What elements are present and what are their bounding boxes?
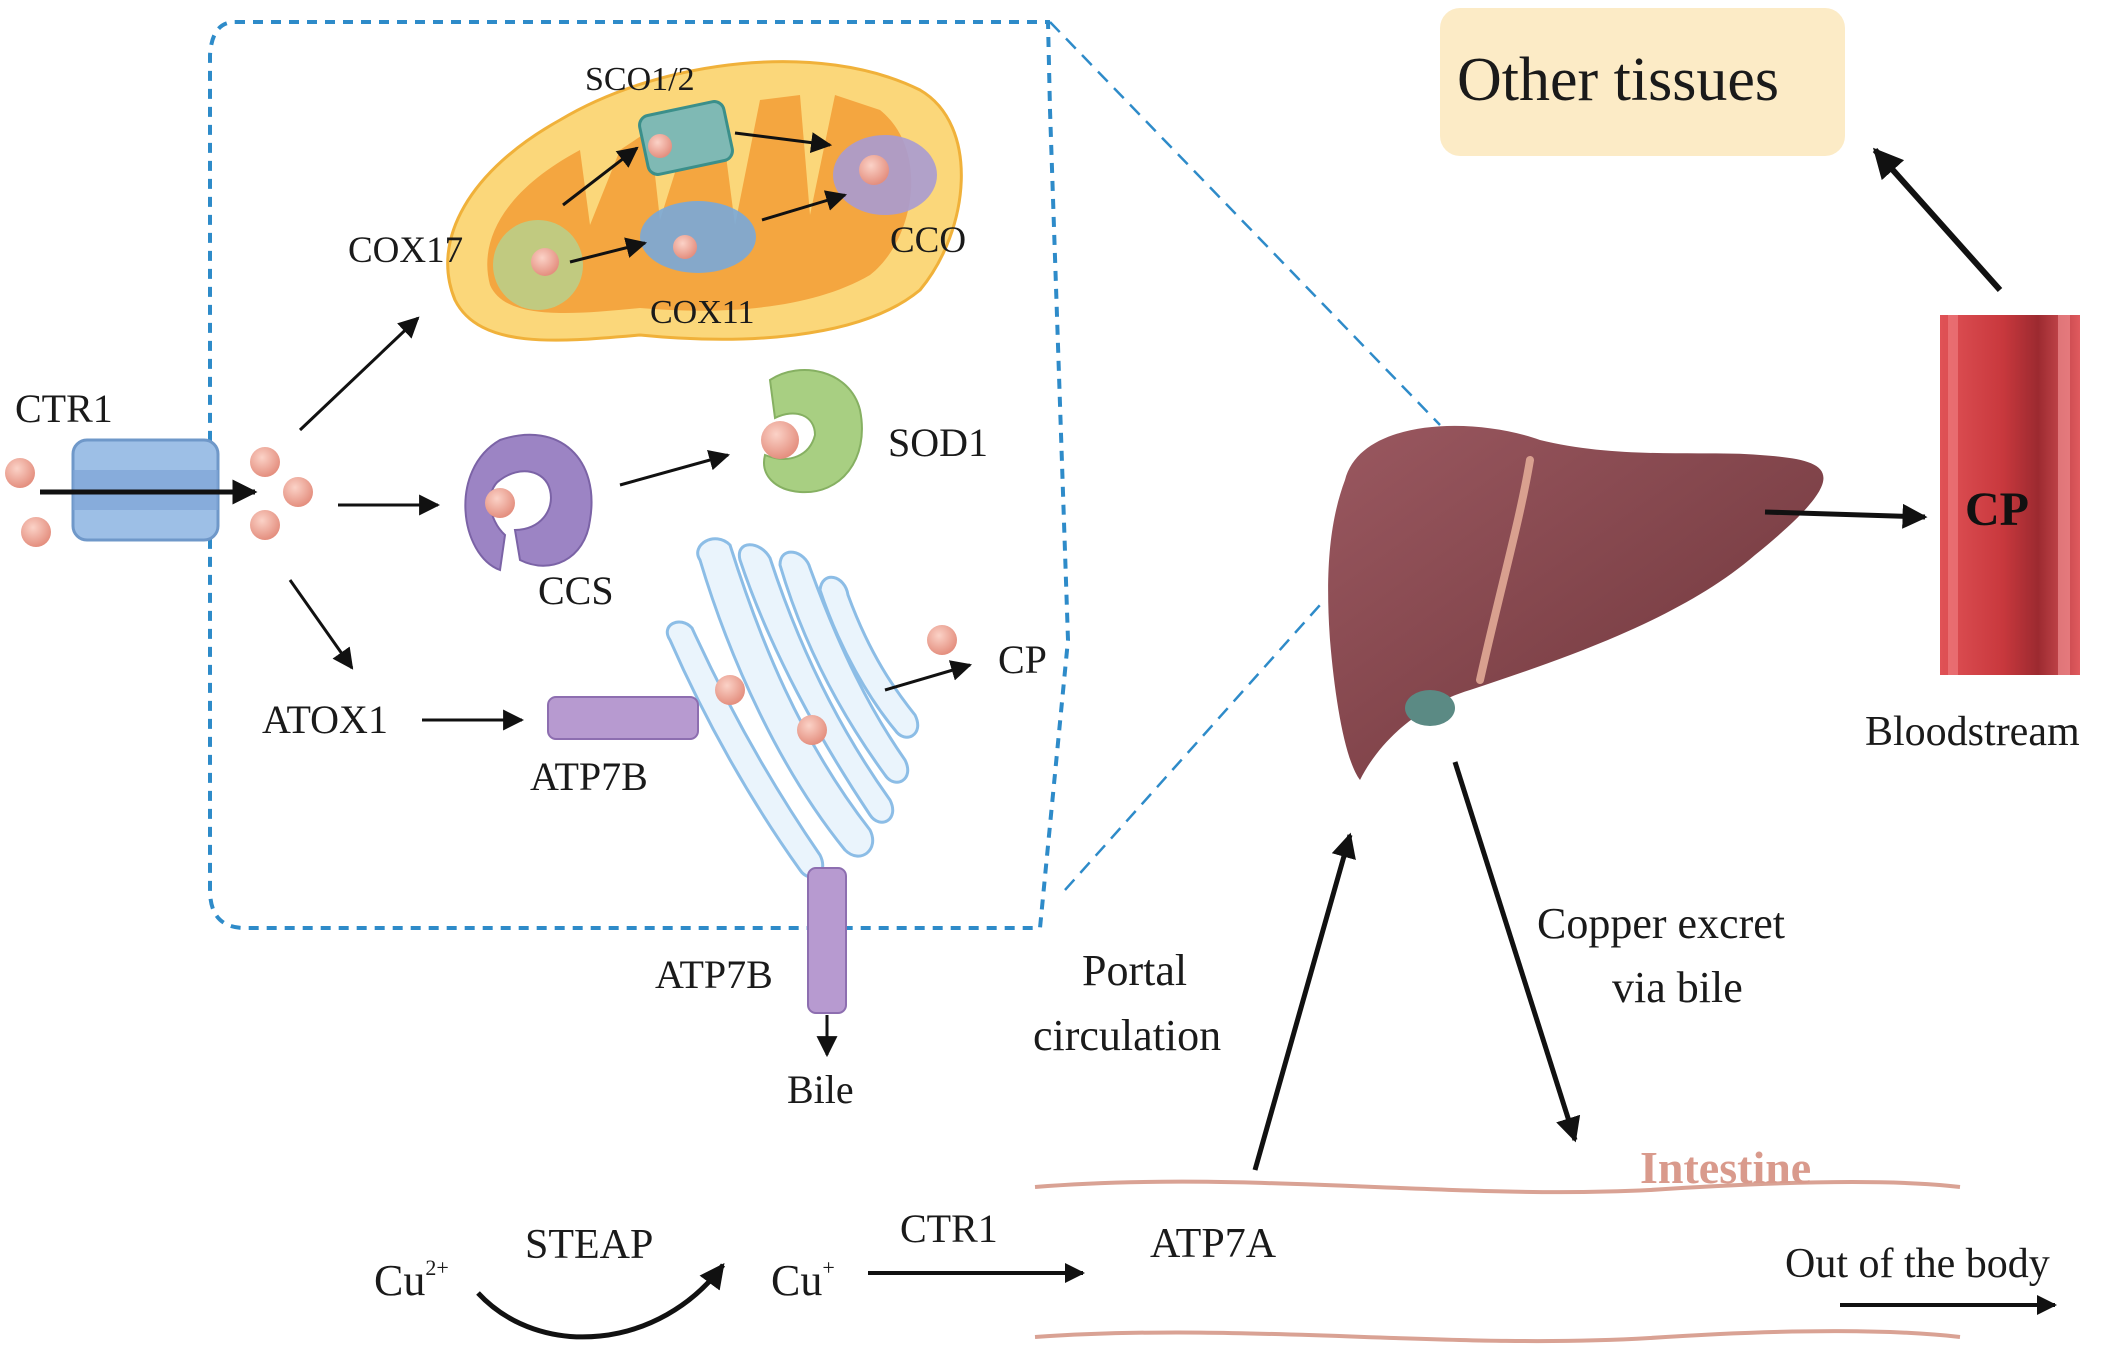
cp-cell-label: CP [998, 637, 1047, 682]
copper-ion-icon [761, 421, 799, 459]
atp7b-transporter-icon [547, 696, 699, 740]
atp7b-lower-label: ATP7B [655, 952, 773, 997]
atp7a-label: ATP7A [1150, 1221, 1277, 1267]
portal-label-2: circulation [1033, 1011, 1221, 1060]
ccs-label: CCS [538, 568, 614, 613]
other-tissues-box [1440, 8, 1845, 156]
portal-label-1: Portal [1082, 946, 1187, 995]
atp7b-inner-label: ATP7B [530, 754, 648, 799]
sod1-label: SOD1 [888, 420, 988, 465]
arrow-cox17-sco [562, 146, 639, 207]
out-of-body-label: Out of the body [1785, 1241, 2050, 1287]
atox1-label: ATOX1 [262, 697, 388, 742]
cu2-label: Cu2+ [374, 1255, 449, 1305]
intestine-upper-wall [1034, 1179, 1961, 1195]
copper-ion-icon [250, 510, 280, 540]
copper-ion-icon [715, 675, 745, 705]
bloodstream-label: Bloodstream [1865, 709, 2080, 755]
cu1-label: Cu+ [771, 1255, 835, 1305]
arrow-to-mitochondrion [298, 316, 420, 432]
golgi-apparatus-icon [666, 537, 919, 879]
ctr1-bottom-label: CTR1 [900, 1206, 998, 1251]
atp7b-lower-transporter-icon [807, 867, 847, 1014]
copper-ion-icon [5, 458, 35, 488]
zoom-line-bottom [1064, 604, 1321, 891]
arrow-liver-to-intestine [1452, 761, 1581, 1143]
copper-ion-icon [859, 155, 889, 185]
arrow-to-atox1 [288, 579, 354, 670]
cox11-protein-icon [640, 201, 756, 273]
liver-icon [1328, 425, 1824, 780]
copper-excret-label-1: Copper excret [1537, 899, 1785, 948]
copper-ion-icon [283, 477, 313, 507]
copper-ion-icon [250, 447, 280, 477]
copper-ion-icon [673, 235, 697, 259]
zoom-line-top [1049, 21, 1441, 426]
copper-ion-icon [485, 488, 515, 518]
arrow-sco-cco [734, 131, 833, 154]
arrow-liver-blood [1764, 503, 1928, 529]
sco12-label: SCO1/2 [585, 61, 695, 98]
copper-ion-icon [648, 134, 672, 158]
ctr1-top-label: CTR1 [15, 386, 113, 431]
steap-label: STEAP [525, 1222, 653, 1268]
arrow-steap [476, 1262, 726, 1340]
bile-label: Bile [787, 1067, 854, 1112]
cp-blood-label: CP [1965, 483, 2029, 536]
arrow-ccs-sod1 [619, 449, 731, 487]
other-tissues-label: Other tissues [1457, 46, 1779, 114]
arrow-blood-to-tissues [1872, 147, 2003, 292]
cell-dashed-border [208, 20, 1071, 930]
arrow-portal-to-liver [1252, 832, 1356, 1171]
arrow-golgi-cp [884, 660, 973, 692]
intestine-label: Intestine [1640, 1142, 1811, 1193]
copper-excret-label-2: via bile [1612, 963, 1743, 1012]
ccs-protein-icon [464, 433, 593, 572]
cox17-label: COX17 [348, 230, 463, 271]
copper-ion-icon [21, 517, 51, 547]
cox11-label: COX11 [650, 294, 755, 331]
blood-vessel-icon [1940, 315, 2080, 675]
intestine-lower-wall [1034, 1329, 1961, 1344]
cco-label: CCO [890, 220, 966, 261]
copper-ion-icon [927, 625, 957, 655]
copper-ion-icon [797, 715, 827, 745]
arrow-cox17-cox11 [569, 237, 648, 264]
copper-ion-icon [531, 248, 559, 276]
sod1-protein-icon [763, 369, 863, 494]
arrow-cox11-cco [761, 190, 848, 222]
